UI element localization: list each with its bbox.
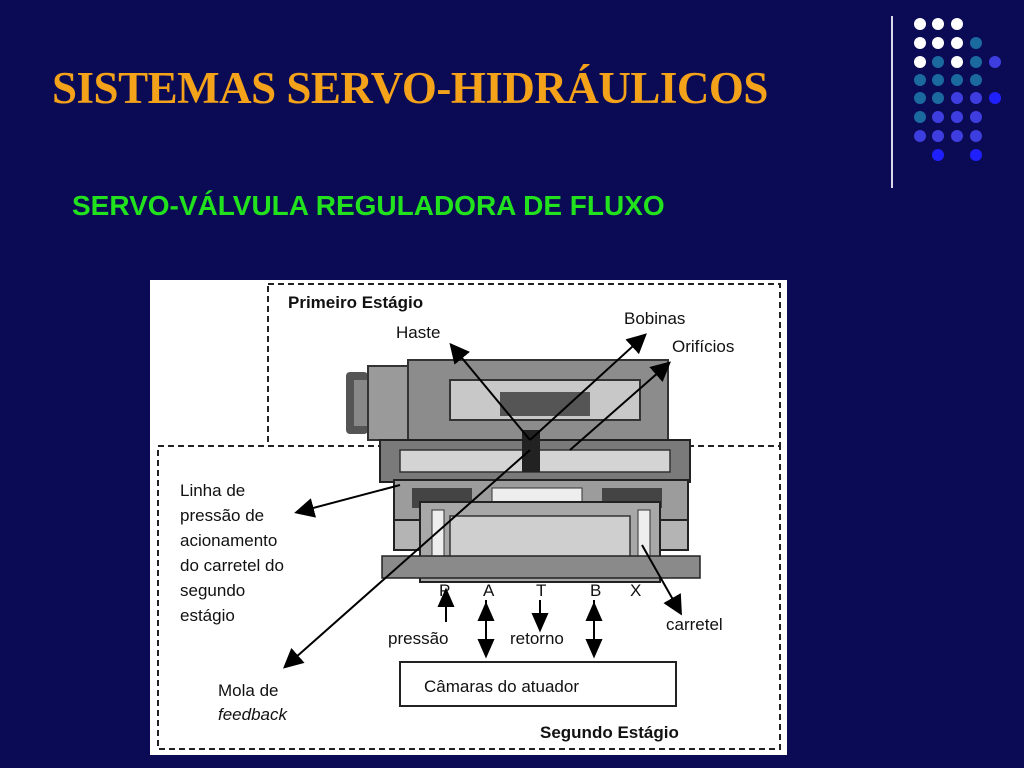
pressure-line-label-5: segundo [180,581,245,600]
decorative-dot [932,149,944,161]
decorative-dot [970,92,982,104]
decorative-dot [914,74,926,86]
decorative-dot [989,56,1001,68]
decorative-dot [970,56,982,68]
decorative-dot [970,130,982,142]
decorative-dot [914,92,926,104]
actuator-chambers-label: Câmaras do atuador [424,677,579,696]
port-t-label: T [536,581,546,600]
decorative-dot [914,37,926,49]
port-a-label: A [483,581,495,600]
flow-arrows [437,587,603,659]
haste-label: Haste [396,323,440,342]
slide-title: SISTEMAS SERVO-HIDRÁULICOS [52,63,768,113]
slide-subtitle: SERVO-VÁLVULA REGULADORA DE FLUXO [72,190,665,221]
port-x-label: X [630,581,641,600]
return-label: retorno [510,629,564,648]
leader-lines [283,333,682,669]
valve-body [346,359,701,583]
decorative-dot [951,74,963,86]
decorative-dot [970,149,982,161]
feedback-spring-label-2: feedback [218,705,288,724]
decorative-dot [932,111,944,123]
decorative-dot [932,18,944,30]
second-stage-label: Segundo Estágio [540,723,679,742]
decorative-dot [914,18,926,30]
decorative-dot [914,130,926,142]
spool-label: carretel [666,615,723,634]
decorative-dot [951,18,963,30]
decorative-dot [951,130,963,142]
bobinas-label: Bobinas [624,309,685,328]
pressure-label: pressão [388,629,448,648]
port-b-label: B [590,581,601,600]
decorative-dot [914,111,926,123]
decorative-dot [951,92,963,104]
decorative-dot [914,56,926,68]
orificios-label: Orifícios [672,337,734,356]
decorative-dot [970,37,982,49]
decorative-dot [932,130,944,142]
decorative-dot [932,92,944,104]
decorative-divider [891,16,893,188]
decorative-dot [951,37,963,49]
feedback-spring-label-1: Mola de [218,681,278,700]
diagram-svg: P A T B X Câmaras do atuador Primeiro Es… [157,283,781,750]
pressure-line-label-6: estágio [180,606,235,625]
pressure-line-label-2: pressão de [180,506,264,525]
port-p-label: P [439,581,450,600]
decorative-dot [932,56,944,68]
decorative-dot [951,56,963,68]
decorative-dot [932,74,944,86]
decorative-dot [970,111,982,123]
pressure-line-label-4: do carretel do [180,556,284,575]
pressure-line-label-3: acionamento [180,531,277,550]
decorative-dot [932,37,944,49]
actuator-chambers-box [399,661,677,707]
decorative-dot [989,92,1001,104]
pressure-line-label-1: Linha de [180,481,245,500]
decorative-dot [951,111,963,123]
first-stage-label: Primeiro Estágio [288,293,423,312]
servo-valve-diagram: P A T B X Câmaras do atuador Primeiro Es… [150,280,787,755]
decorative-dot [970,74,982,86]
